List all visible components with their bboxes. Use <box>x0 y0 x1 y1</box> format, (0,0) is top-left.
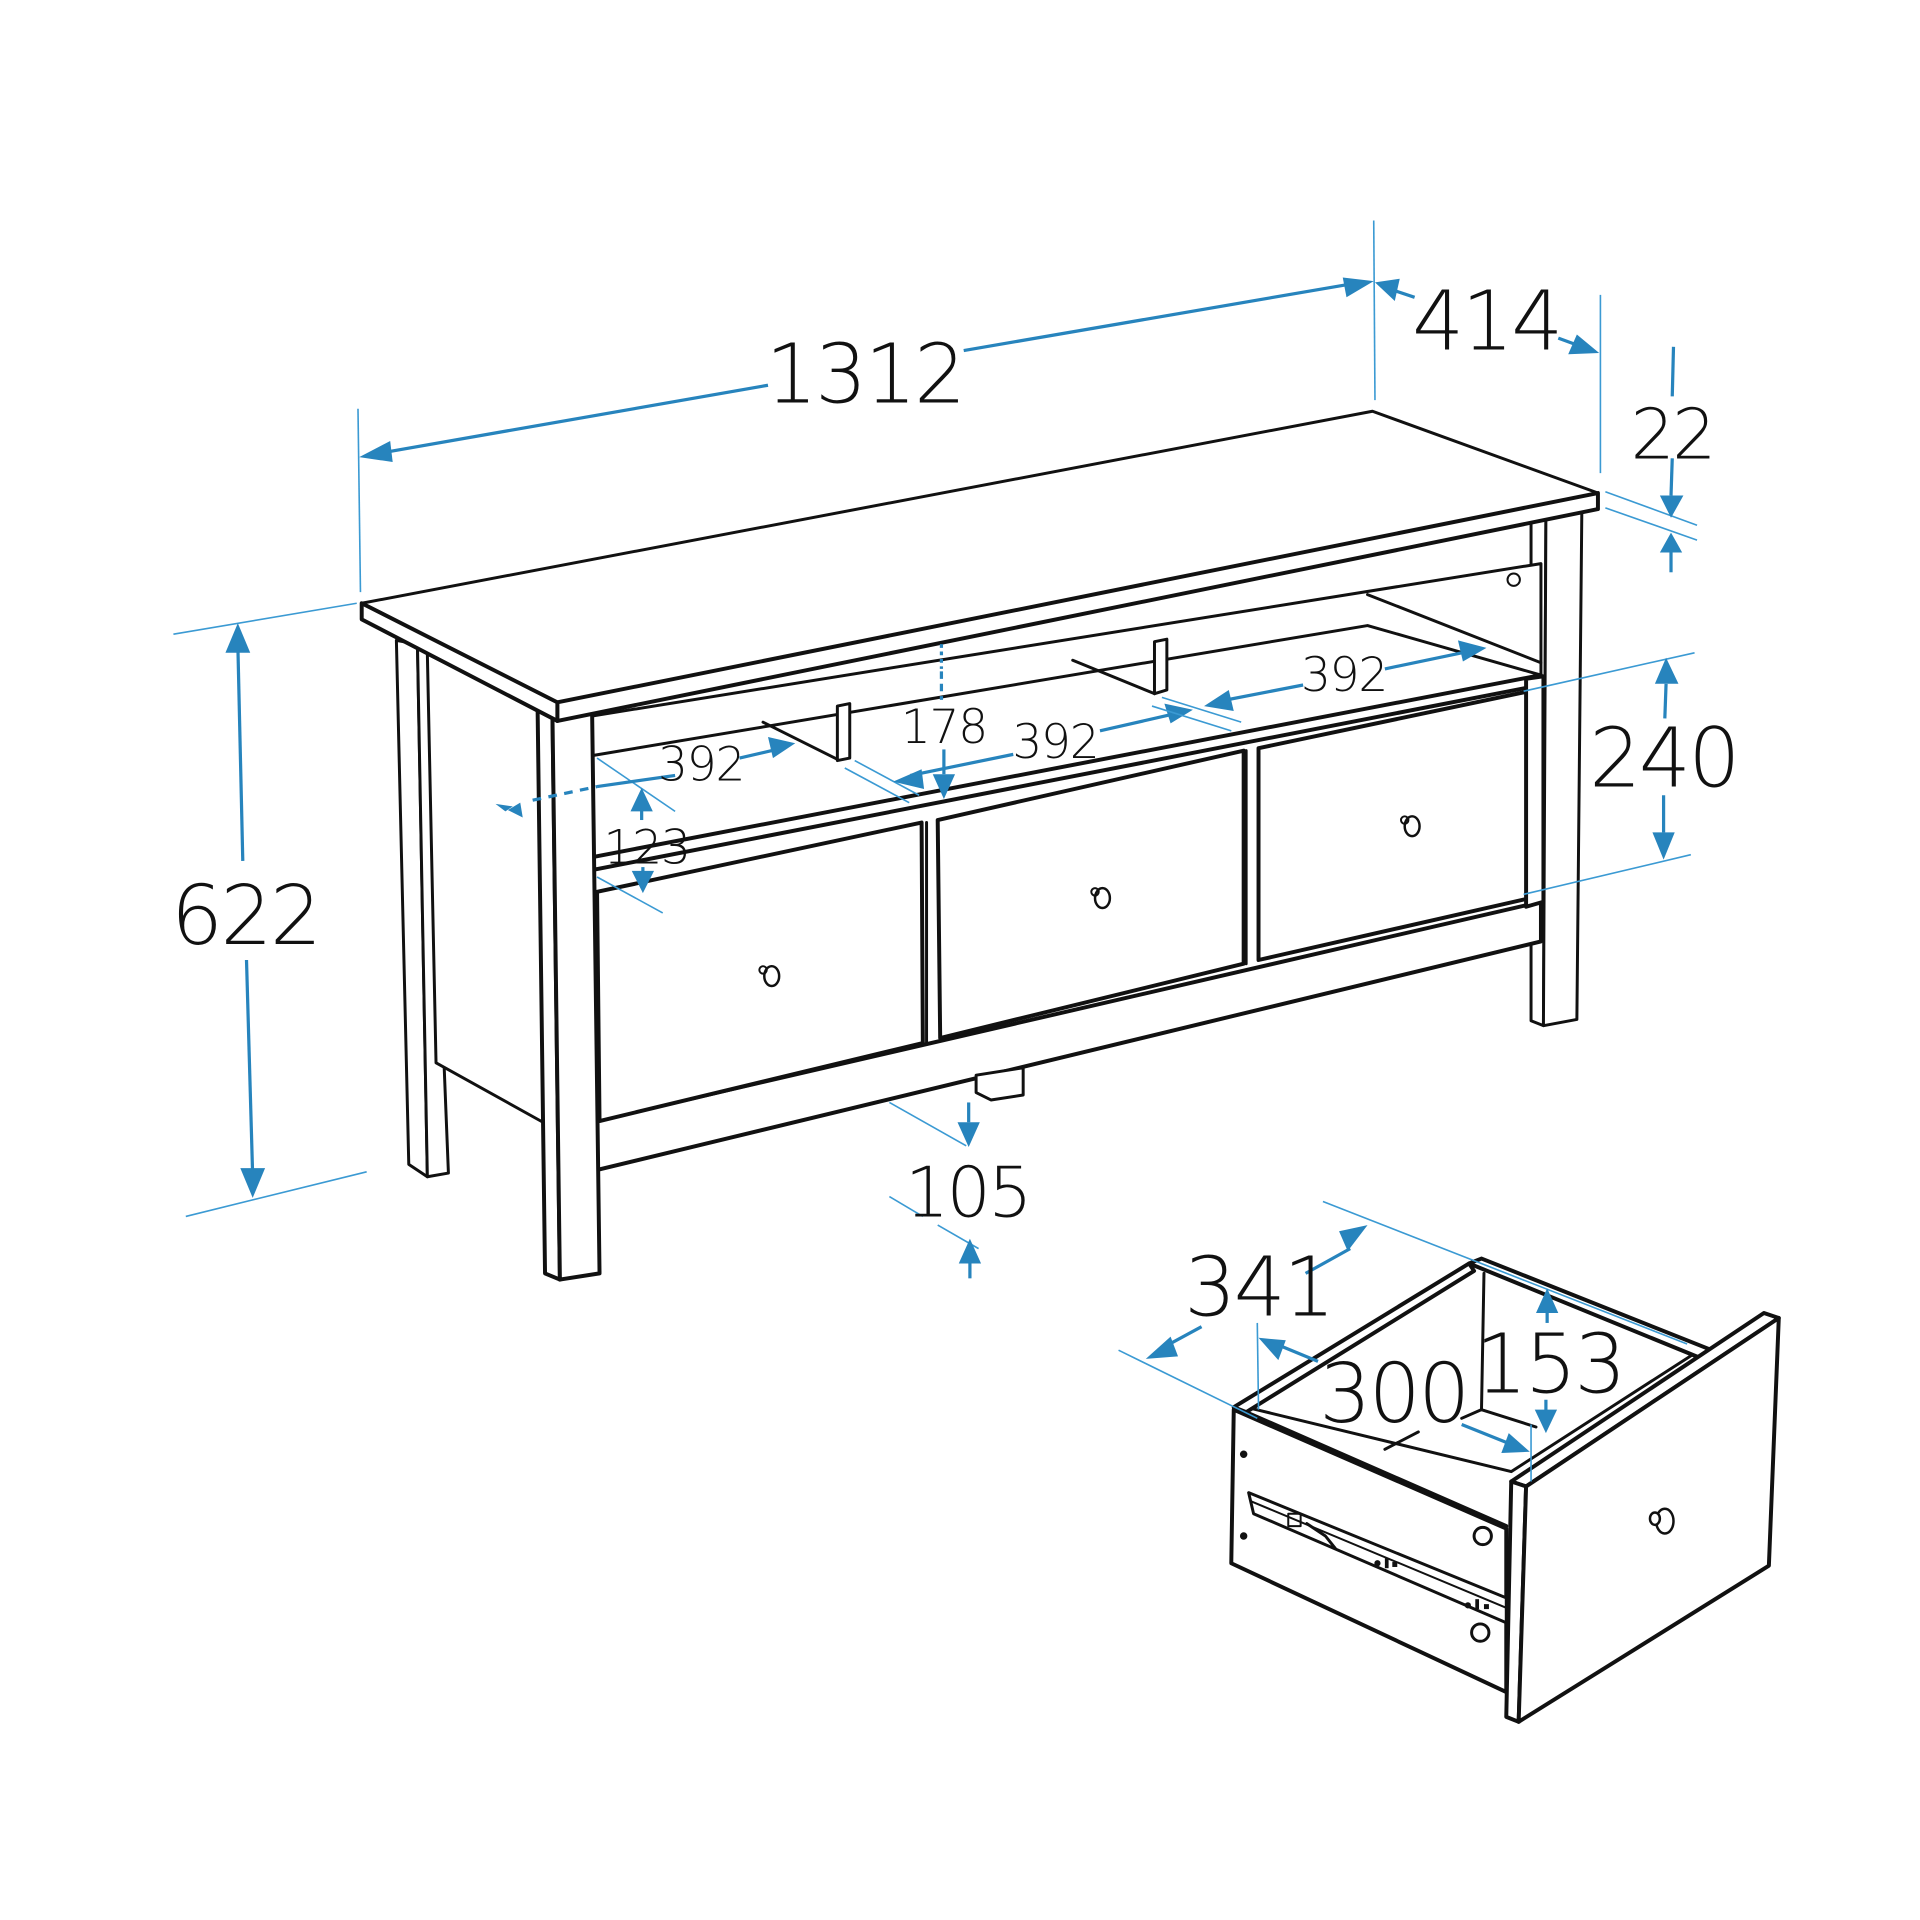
dim-shelf-right: 392 <box>1151 640 1487 732</box>
dim-drawer-depth: 341 <box>1118 1200 1688 1420</box>
dim-lower-gap: 123 <box>596 787 691 914</box>
overall-width-label: 1312 <box>766 328 964 423</box>
dim-shelf-left: 392 <box>495 737 796 818</box>
shelf-divider-right <box>1071 637 1169 696</box>
dim-overall-width: 1312 <box>357 220 1376 593</box>
dim-overall-depth: 414 <box>1374 274 1602 474</box>
tv-bench <box>359 409 1600 1282</box>
left-side-panel <box>425 652 549 1127</box>
screw-icon <box>1239 1532 1248 1540</box>
drawer-detail <box>1229 1256 1781 1724</box>
dim-overall-height: 622 <box>171 602 367 1218</box>
overall-height-label: 622 <box>171 869 320 964</box>
tabletop <box>359 409 1600 723</box>
dim-drawer-front-height: 240 <box>1523 652 1740 896</box>
dim-shelf-height: 178 <box>901 644 988 799</box>
center-foot <box>974 1066 1025 1102</box>
knob-icon <box>1403 815 1421 838</box>
front-left-leg <box>535 706 602 1282</box>
drawer-inner-width-label: 300 <box>1319 1347 1468 1442</box>
top-thickness-label: 22 <box>1631 395 1714 475</box>
drawer-knob-icon <box>1648 1507 1675 1535</box>
cam-hole-icon <box>1472 1525 1493 1547</box>
drawer-depth-label: 341 <box>1184 1241 1333 1336</box>
drawer-left[interactable] <box>595 820 925 1124</box>
dim-top-thickness: 22 <box>1605 346 1716 573</box>
drawer-inner-height-label: 153 <box>1475 1317 1624 1412</box>
dim-drawer-inner-height: 153 <box>1475 1288 1626 1434</box>
dim-floor-clearance: 105 <box>888 1101 1032 1279</box>
knob-icon <box>1093 886 1112 910</box>
back-panel-hole <box>1506 572 1521 587</box>
dim-shelf-middle: 392 <box>844 703 1193 804</box>
floor-clearance-label: 105 <box>905 1153 1030 1233</box>
lower-gap-label: 123 <box>604 820 690 875</box>
screw-icon <box>1239 1450 1248 1458</box>
front-right-stile <box>1524 674 1546 909</box>
drawer-middle[interactable] <box>925 748 1246 1046</box>
knob-icon <box>763 964 781 988</box>
shelf-height-label: 178 <box>901 700 987 755</box>
overall-depth-label: 414 <box>1412 274 1561 369</box>
shelf-left-width-label: 392 <box>658 737 744 792</box>
dim-drawer-inner-width: 300 <box>1256 1322 1532 1482</box>
shelf-divider-left <box>761 702 852 763</box>
cam-hole-icon <box>1470 1622 1491 1643</box>
shelf-right-width-label: 392 <box>1301 648 1387 703</box>
drawer-front-height-label: 240 <box>1589 712 1738 807</box>
shelf-middle-width-label: 392 <box>1012 715 1098 770</box>
